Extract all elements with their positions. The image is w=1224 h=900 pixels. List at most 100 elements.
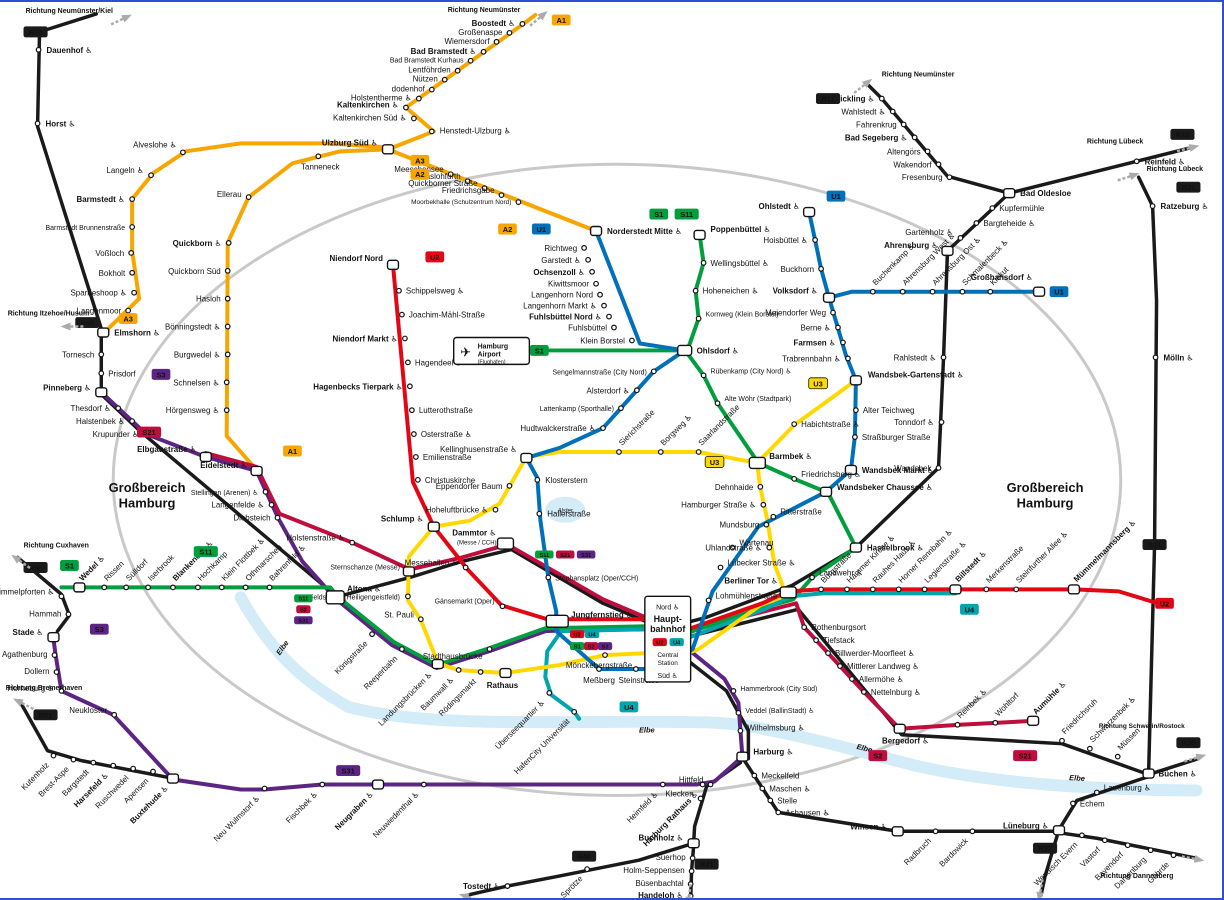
station-label: Ritterstraße — [780, 508, 822, 517]
station-label: Schippelsweg ♿ — [406, 287, 464, 296]
svg-text:R50: R50 — [29, 563, 43, 572]
stop-marker — [51, 652, 58, 658]
station-label: Elbgaustraße ♿ — [137, 445, 197, 454]
station-hauptbahnhof — [644, 595, 692, 683]
interchange-marker — [199, 451, 212, 463]
station-niendorf-nord: Niendorf Nord — [330, 254, 400, 271]
stop-marker — [600, 425, 606, 431]
station-label: Rahlstedt ♿ — [894, 353, 937, 362]
stop-marker — [90, 759, 97, 766]
station-wellingsbüttel: Wellingsbüttel ♿ — [700, 259, 769, 268]
station-label: Fischbek ♿ — [284, 790, 319, 825]
station-norderstedt-mitte: Norderstedt Mitte ♿ — [589, 225, 682, 237]
stop-marker — [705, 597, 712, 604]
line-badge-u2: U2 — [652, 638, 667, 646]
station-rissen: Rissen — [101, 559, 126, 591]
station-label: Klecken — [665, 789, 693, 798]
station-label: Alte Wöhr (Stadtpark) — [724, 396, 791, 403]
stop-marker — [837, 663, 843, 669]
station-kellinghusenstraße: Kellinghusenstraße ♿ — [440, 445, 533, 464]
interchange-marker — [381, 144, 395, 155]
interchange-marker — [496, 537, 515, 550]
station-label: Ohlsdorf ♿ — [697, 346, 739, 355]
line-badge-r21: R21 — [1142, 539, 1167, 551]
station-burgwedel: Burgwedel ♿ — [174, 350, 231, 359]
svg-text:S11: S11 — [539, 553, 550, 559]
stop-marker — [405, 359, 411, 366]
map-label: Haupt- — [654, 614, 682, 624]
station-label: Klosterstern — [545, 476, 587, 485]
station-label: Hörgensweg ♿ — [166, 406, 220, 415]
stop-marker — [180, 149, 186, 156]
station-label: Wartenau — [739, 539, 773, 548]
svg-text:R30: R30 — [1182, 739, 1196, 748]
stop-marker — [700, 372, 707, 379]
station-mümmelmannsberg: Mümmelmannsberg ♿ — [1067, 518, 1138, 595]
stop-marker — [597, 291, 603, 298]
station-mölln: Mölln ♿ — [1152, 353, 1194, 362]
direction-richtung-itzehoe-husum: Richtung Itzehoe/Husum — [8, 311, 89, 331]
station-halstenbek: Halstenbek ♿ — [76, 417, 136, 426]
svg-text:A1: A1 — [556, 16, 566, 25]
interchange-marker — [893, 723, 906, 734]
station-büsenbachtal: Büsenbachtal — [635, 879, 694, 888]
station-voßloch: Voßloch — [95, 249, 135, 258]
line-regional-lueneburg-dannenberg — [1061, 831, 1199, 860]
interchange-marker — [431, 658, 444, 670]
station-hörgensweg: Hörgensweg ♿ — [166, 406, 230, 415]
station-veddel-ballinstadt: Veddel (BallinStadt) ♿ — [735, 707, 815, 716]
line-badge-u1: U1 — [1049, 286, 1069, 298]
station-label: Klein Borstel — [580, 336, 625, 345]
station-dehnhaide: Dehnhaide — [715, 483, 764, 492]
direction-arrow-icon — [1176, 144, 1200, 153]
fare-zone-label: Hamburg — [119, 496, 176, 511]
river-elbe — [234, 591, 1203, 797]
stop-marker — [633, 387, 640, 394]
station-label: Garstedt ♿ — [541, 256, 581, 265]
station-ratzeburg: Ratzeburg ♿ — [1149, 202, 1209, 211]
stop-marker — [1124, 842, 1131, 849]
stop-marker — [268, 501, 275, 508]
station-label: Wilhelmsburg ♿ — [747, 724, 805, 733]
station-allermöhe: Allermöhe ♿ — [849, 675, 904, 684]
station-label: Steinfurther Allee ♿ — [1014, 529, 1070, 585]
interchange-marker — [949, 584, 962, 595]
svg-text:R31: R31 — [1038, 844, 1052, 853]
station-mundsburg: Mundsburg — [720, 521, 770, 530]
map-label: Central — [657, 652, 678, 659]
station-label: Diebsteich — [233, 514, 270, 523]
station-großhansdorf: Großhansdorf ♿ — [971, 273, 1046, 297]
station-eppendorfer-baum: Eppendorfer Baum — [436, 482, 513, 491]
station-label: Hudtwalckerstraße ♿ — [520, 424, 596, 433]
stop-marker — [844, 586, 850, 593]
station-label: Aumühle ♿ — [1031, 679, 1068, 716]
station-label: Altona ♿ — [347, 584, 381, 593]
station-label: Neuwiedenthal ♿ — [371, 790, 421, 840]
svg-text:R40: R40 — [577, 852, 591, 861]
station-ashausen: Ashausen ♿ — [775, 808, 830, 817]
station-wandsbek: Wandsbek — [894, 464, 942, 473]
station-label: Bad Bramstedt ♿ — [411, 47, 477, 56]
station-label: Poppenbüttel ♿ — [711, 225, 771, 234]
station-eidelstedt: Eidelstedt ♿ — [200, 461, 263, 477]
station-label: Uhlandstraße ♿ — [705, 544, 762, 553]
station-label: Farmsen ♿ — [793, 338, 836, 347]
station-lutterothstraße: Lutterothstraße — [409, 406, 473, 415]
stop-marker — [224, 351, 231, 358]
station-label: Henstedt-Ulzburg ♿ — [440, 126, 511, 135]
station-label: Holstenstraße ♿ — [286, 534, 345, 543]
stop-marker — [1093, 789, 1100, 796]
station-label: Ellerau — [217, 190, 242, 199]
station-rahlstedt: Rahlstedt ♿ — [894, 353, 947, 362]
station-bad-oldesloe: Bad Oldesloe — [1003, 187, 1072, 199]
station-label: Tostedt ♿ — [463, 882, 500, 891]
stop-marker — [315, 153, 322, 160]
station-label: Handeloh ♿ — [638, 891, 684, 898]
map-label: (Messe / CCH) — [457, 541, 496, 547]
interchange-marker — [250, 465, 263, 477]
svg-text:U2: U2 — [573, 632, 580, 638]
stop-marker — [689, 855, 696, 862]
line-badge-s1: S1 — [649, 208, 669, 220]
direction-richtung-neumünster-kiel: Richtung Neumünster/Kiel — [26, 8, 132, 26]
map-label: Alster — [557, 509, 574, 515]
